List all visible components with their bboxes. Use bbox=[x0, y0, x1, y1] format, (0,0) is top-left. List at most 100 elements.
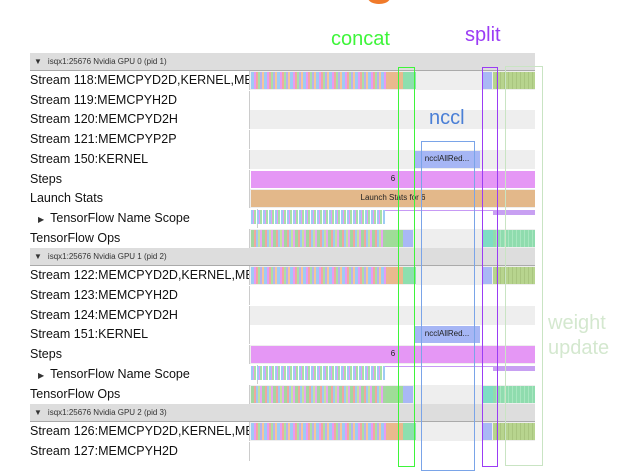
split-kernel-event[interactable] bbox=[482, 267, 492, 285]
track-label-text: TensorFlow Name Scope bbox=[50, 366, 190, 381]
collapse-triangle-icon[interactable]: ▼ bbox=[34, 252, 42, 262]
track-lane[interactable]: ncclAllRed... bbox=[250, 149, 535, 169]
expand-triangle-icon[interactable]: ▶ bbox=[38, 370, 45, 380]
split-kernel-event[interactable] bbox=[482, 72, 492, 89]
tf-op-split[interactable] bbox=[483, 229, 493, 247]
process-header[interactable]: ▼isqx1:25676 Nvidia GPU 2 (pid 3) bbox=[30, 404, 535, 423]
concat-kernel-event[interactable] bbox=[403, 267, 416, 285]
process-header[interactable]: ▼ isqx1:25676 Nvidia GPU 1 (pid 2) bbox=[30, 248, 535, 267]
track-lane[interactable] bbox=[250, 266, 535, 286]
track-label: Stream 127:MEMCPYH2D bbox=[30, 441, 250, 461]
track-label: Stream 151:KERNEL bbox=[30, 325, 250, 345]
update-kernel-events[interactable] bbox=[493, 267, 535, 285]
track-label: Stream 122:MEMCPYD2D,KERNEL,MEMCPY bbox=[30, 266, 250, 286]
track-row[interactable]: ▶ TensorFlow Name Scope bbox=[30, 364, 535, 384]
track-label-text: Stream 126:MEMCPYD2D,KERNEL,MEMCPY bbox=[30, 424, 249, 439]
process-name: isqx1:25676 Nvidia GPU 1 (pid 2) bbox=[47, 252, 167, 262]
track-lane[interactable] bbox=[250, 209, 535, 228]
track-row[interactable]: Stream 119:MEMCPYH2D bbox=[30, 90, 535, 110]
split-annotation: split bbox=[465, 24, 501, 46]
kernel-events[interactable] bbox=[251, 267, 386, 285]
process-header-label[interactable]: ▼ isqx1:25676 Nvidia GPU 0 (pid 1) bbox=[30, 53, 253, 70]
track-row[interactable]: TensorFlow Ops bbox=[30, 228, 535, 248]
track-row[interactable]: Stream 150:KERNEL ncclAllRed... bbox=[30, 149, 535, 169]
track-lane[interactable] bbox=[250, 365, 535, 384]
track-label: Steps bbox=[30, 345, 250, 365]
track-label-text: Launch Stats bbox=[30, 191, 103, 206]
track-lane[interactable] bbox=[250, 110, 535, 130]
tf-op-event[interactable] bbox=[403, 385, 413, 403]
track-label-text: Stream 123:MEMCPYH2D bbox=[30, 288, 178, 302]
tf-op-events[interactable] bbox=[251, 229, 386, 247]
track-label-text: Stream 119:MEMCPYH2D bbox=[30, 92, 178, 107]
track-label-text: Steps bbox=[30, 347, 62, 362]
track-lane[interactable] bbox=[250, 71, 535, 90]
track-lane[interactable] bbox=[250, 228, 535, 248]
concat-kernel-event[interactable] bbox=[403, 423, 416, 441]
track-row[interactable]: Stream 121:MEMCPYP2P bbox=[30, 130, 535, 150]
track-row[interactable]: Stream 118:MEMCPYD2D,KERNEL,MEMCPY bbox=[30, 71, 535, 90]
update-kernel-events[interactable] bbox=[493, 423, 535, 441]
track-label-text: TensorFlow Ops bbox=[30, 386, 121, 401]
track-lane[interactable] bbox=[250, 384, 535, 404]
tf-op-update-events[interactable] bbox=[493, 229, 535, 247]
track-row[interactable]: TensorFlow Ops bbox=[30, 384, 535, 404]
track-row[interactable]: Stream 123:MEMCPYH2D bbox=[30, 286, 535, 305]
kernel-events[interactable] bbox=[251, 423, 386, 441]
track-label-text: Stream 127:MEMCPYH2D bbox=[30, 443, 178, 458]
track-lane[interactable] bbox=[250, 422, 535, 442]
track-label: Steps bbox=[30, 169, 250, 189]
nccl-allreduce-event[interactable]: ncclAllRed... bbox=[414, 150, 480, 168]
track-label-text: Stream 124:MEMCPYD2H bbox=[30, 307, 178, 322]
track-lane[interactable]: ncclAllRed... bbox=[250, 325, 535, 344]
top-orange-marker bbox=[368, 0, 390, 4]
track-label: Stream 126:MEMCPYD2D,KERNEL,MEMCPY bbox=[30, 422, 250, 442]
process-header-label[interactable]: ▼ isqx1:25676 Nvidia GPU 1 (pid 2) bbox=[30, 248, 253, 266]
name-scope-bar[interactable] bbox=[385, 209, 535, 211]
name-scope-update-events[interactable] bbox=[493, 365, 535, 371]
track-row[interactable]: Stream 151:KERNEL ncclAllRed... bbox=[30, 325, 535, 345]
track-lane[interactable]: 6 bbox=[250, 345, 535, 365]
process-header[interactable]: ▼ isqx1:25676 Nvidia GPU 0 (pid 1) bbox=[30, 53, 535, 71]
process-header-label[interactable]: ▼isqx1:25676 Nvidia GPU 2 (pid 3) bbox=[30, 404, 253, 422]
name-scope-events[interactable] bbox=[251, 365, 385, 380]
track-row[interactable]: Launch Stats Launch Stats for 6 bbox=[30, 189, 535, 209]
track-label: Stream 150:KERNEL bbox=[30, 149, 250, 169]
track-label-text: Stream 120:MEMCPYD2H bbox=[30, 112, 178, 127]
name-scope-update-events[interactable] bbox=[493, 209, 535, 215]
track-label-text: Stream 118:MEMCPYD2D,KERNEL,MEMCPY bbox=[30, 73, 249, 87]
tf-op-split[interactable] bbox=[483, 385, 493, 403]
track-lane[interactable]: 6 bbox=[250, 170, 535, 189]
track-row[interactable]: ▶TensorFlow Name Scope bbox=[30, 208, 535, 228]
update-kernel-events[interactable] bbox=[493, 72, 535, 89]
concat-annotation: concat bbox=[331, 28, 390, 50]
collapse-triangle-icon[interactable]: ▼ bbox=[34, 57, 42, 66]
concat-kernel-event[interactable] bbox=[403, 72, 416, 89]
weight-annotation-line2: update bbox=[548, 337, 610, 359]
kernel-events[interactable] bbox=[251, 72, 386, 89]
process-name: isqx1:25676 Nvidia GPU 0 (pid 1) bbox=[47, 57, 167, 66]
track-row[interactable]: Stream 127:MEMCPYH2D bbox=[30, 441, 535, 461]
track-row[interactable]: Steps 6 bbox=[30, 345, 535, 365]
track-lane[interactable]: Launch Stats for 6 bbox=[250, 189, 535, 209]
name-scope-bar[interactable] bbox=[385, 365, 535, 367]
track-row[interactable]: Stream 122:MEMCPYD2D,KERNEL,MEMCPY bbox=[30, 266, 535, 286]
tf-op-update-events[interactable] bbox=[493, 385, 535, 403]
expand-triangle-icon[interactable]: ▶ bbox=[38, 214, 45, 224]
nccl-allreduce-event[interactable]: ncclAllRed... bbox=[414, 326, 480, 344]
name-scope-events[interactable] bbox=[251, 209, 385, 224]
track-row[interactable]: Stream 124:MEMCPYD2H bbox=[30, 305, 535, 325]
tf-op-event[interactable] bbox=[403, 229, 413, 247]
track-label-text: Stream 151:KERNEL bbox=[30, 327, 149, 342]
launch-stats-event[interactable]: Launch Stats for 6 bbox=[251, 190, 535, 208]
tf-op-events[interactable] bbox=[251, 385, 386, 403]
track-row[interactable]: Stream 120:MEMCPYD2H bbox=[30, 110, 535, 130]
split-kernel-event[interactable] bbox=[482, 423, 492, 441]
track-label-text: Stream 122:MEMCPYD2D,KERNEL,MEMCPY bbox=[30, 268, 249, 283]
track-row[interactable]: Stream 126:MEMCPYD2D,KERNEL,MEMCPY bbox=[30, 422, 535, 442]
step-event[interactable]: 6 bbox=[251, 170, 535, 188]
track-lane[interactable] bbox=[250, 305, 535, 325]
collapse-triangle-icon[interactable]: ▼ bbox=[34, 408, 42, 418]
step-event[interactable]: 6 bbox=[251, 346, 535, 364]
